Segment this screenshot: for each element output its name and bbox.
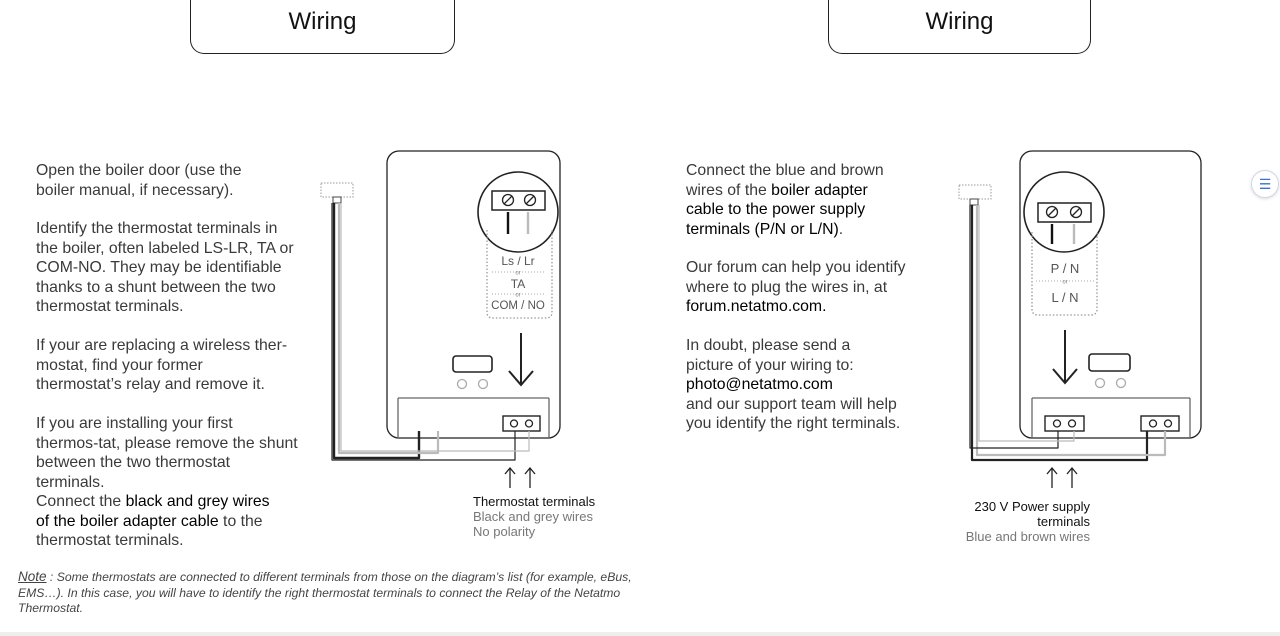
left-terminal-or-2: or <box>515 293 520 299</box>
right-caption-sub: Blue and brown wires <box>965 529 1090 544</box>
support-email-link[interactable]: photo@netatmo.com <box>686 376 833 393</box>
left-terminal-label-1: Ls / Lr <box>501 254 534 268</box>
left-terminal-label-3: COM / NO <box>491 300 545 312</box>
right-terminal-or-1: or <box>1062 280 1067 286</box>
right-forum-pre: Our forum can help you identify where to… <box>686 259 906 296</box>
right-step-connect-pre: Connect the blue and brown wires of the <box>686 162 884 199</box>
left-title-tab: Wiring <box>190 0 455 54</box>
left-terminal-label-2: TA <box>511 277 525 291</box>
table-of-contents-button[interactable]: ☰ <box>1251 170 1279 198</box>
left-step-connect-pre: Connect the <box>36 493 126 510</box>
left-page-title: Wiring <box>288 8 357 35</box>
left-terminal-or-1: or <box>515 271 520 277</box>
right-step-connect-bold: boiler adapter cable to the power supply… <box>686 181 868 238</box>
right-support-post: and our support team will help you ident… <box>686 395 901 433</box>
right-page-title: Wiring <box>925 8 994 35</box>
list-icon: ☰ <box>1258 176 1272 192</box>
right-step-connect-power: Connect the blue and brown wires of the … <box>686 161 891 239</box>
note-label: Note <box>18 569 47 584</box>
right-adapter-connector <box>958 184 992 206</box>
left-caption-sub-1: Black and grey wires <box>473 509 593 524</box>
right-caption-title: 230 V Power supply terminals <box>974 499 1090 529</box>
right-magnifier-circle <box>1023 171 1105 253</box>
bottom-divider <box>0 632 1280 636</box>
left-step-open-door: Open the boiler door (use the boiler man… <box>36 162 242 199</box>
left-step-first-thermostat: If you are installing your first thermos… <box>36 415 298 491</box>
right-step-forum: Our forum can help you identify where to… <box>686 258 906 317</box>
left-step-connect-wires: Connect the black and grey wires of the … <box>36 492 286 551</box>
left-magnifier-circle <box>477 171 559 253</box>
note-text: : Some thermostats are connected to diff… <box>18 570 632 615</box>
left-note: Note : Some thermostats are connected to… <box>18 569 638 617</box>
right-boiler-body <box>1019 150 1202 439</box>
right-diagram-caption: 230 V Power supply terminals Blue and br… <box>920 499 1090 544</box>
right-support-pre: In doubt, please send a picture of your … <box>686 337 854 374</box>
right-step-support: In doubt, please send a picture of your … <box>686 336 901 434</box>
left-step-connect-post: to the thermostat terminals. <box>36 512 263 550</box>
left-step-replace-wireless: If your are replacing a wireless ther-mo… <box>36 337 288 393</box>
left-boiler-body <box>386 150 561 439</box>
forum-link[interactable]: forum.netatmo.com. <box>686 298 827 315</box>
left-adapter-connector <box>320 182 354 204</box>
left-diagram-caption: Thermostat terminals Black and grey wire… <box>473 494 595 539</box>
left-step-identify-terminals: Identify the thermostat terminals in the… <box>36 220 294 315</box>
right-step-connect-post: . <box>838 220 844 238</box>
right-title-tab: Wiring <box>828 0 1091 54</box>
left-caption-title: Thermostat terminals <box>473 494 596 509</box>
right-terminal-label-2: L / N <box>1052 290 1079 305</box>
left-caption-sub-2: No polarity <box>473 524 536 539</box>
left-step-connect-bold: black and grey wires of the boiler adapt… <box>36 493 270 530</box>
right-terminal-label-1: P / N <box>1051 261 1080 276</box>
